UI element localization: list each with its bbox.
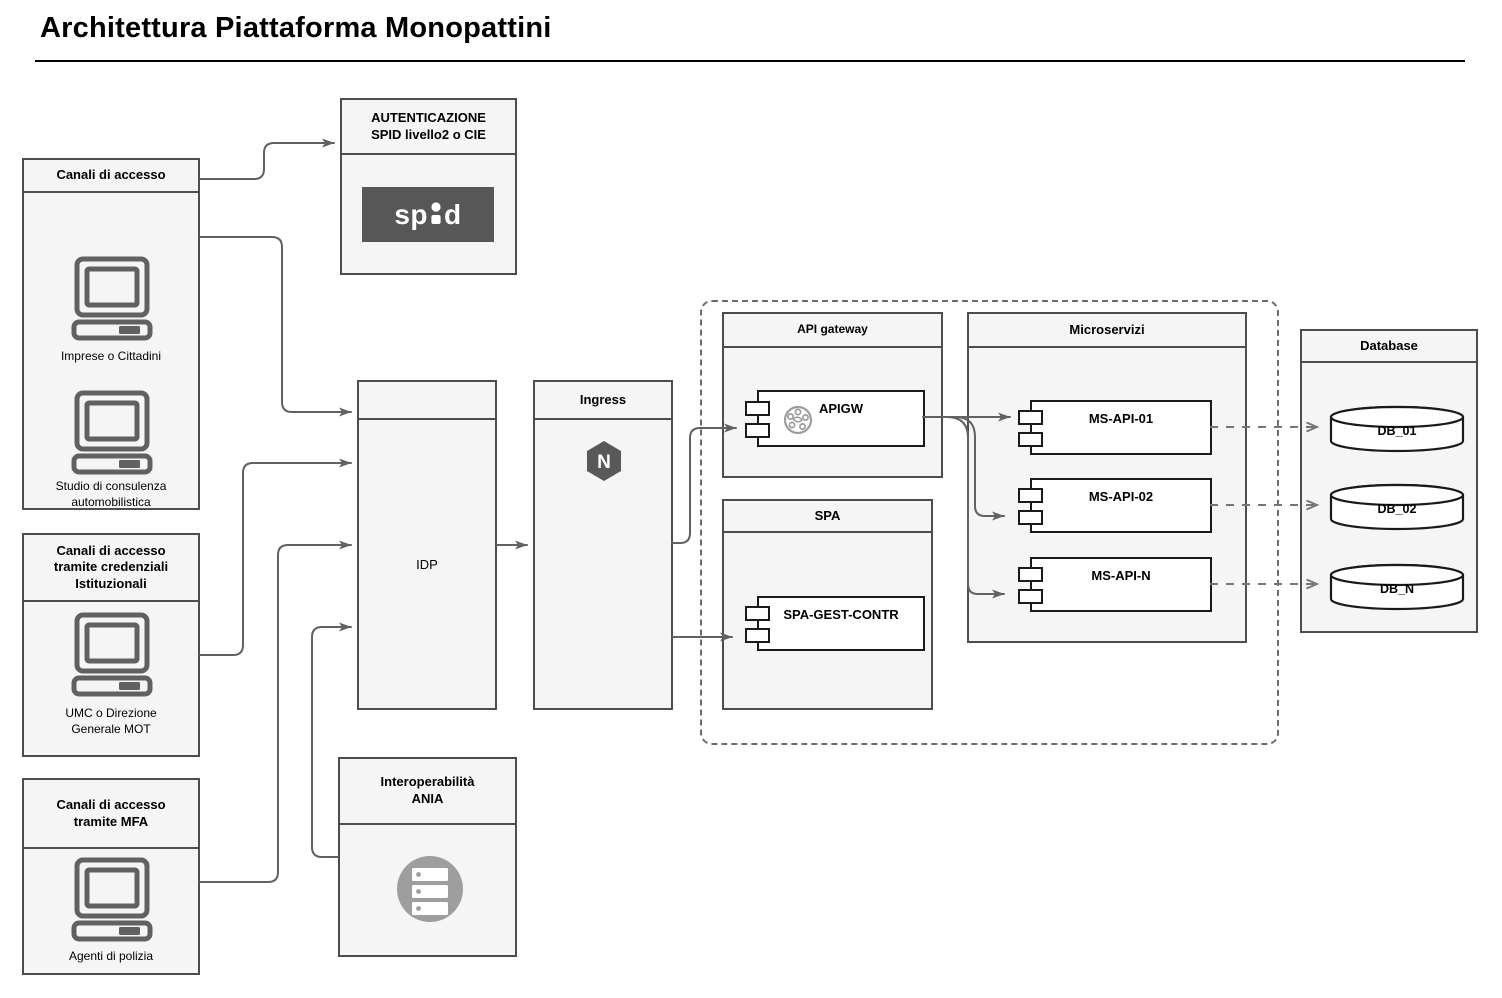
- node-microservizi: Microservizi MS-API-01 MS-API-02 MS-API-…: [967, 312, 1247, 643]
- cylinder-label: DB_N: [1380, 582, 1414, 596]
- desktop-computer-icon: [71, 390, 153, 475]
- component-port: [745, 628, 770, 643]
- node-label: UMC o Direzione Generale MOT: [65, 706, 157, 736]
- cylinder-label: DB_02: [1378, 502, 1417, 516]
- edge-mfa-to-idp: [199, 540, 352, 883]
- component-port: [745, 401, 770, 416]
- component-spa-gest-contr: SPA-GEST-CONTR: [745, 596, 925, 651]
- component-ms-api-01: MS-API-01: [1018, 400, 1212, 455]
- page-title: Architettura Piattaforma Monopattini: [40, 12, 552, 44]
- desktop-computer-icon: [71, 857, 153, 942]
- node-autenticazione-spid: AUTENTICAZIONE SPID livello2 o CIE sp d: [340, 98, 517, 275]
- title-divider: [35, 60, 1465, 62]
- database-cylinder-db-n: DB_N: [1329, 563, 1465, 611]
- edge-istituzionali-to-idp: [199, 458, 352, 656]
- component-label: MS-API-01: [1088, 411, 1154, 426]
- node-database: Database DB_01 DB_02 DB_N: [1300, 329, 1478, 633]
- component-apigw: APIGW: [745, 390, 925, 447]
- component-ms-api-02: MS-API-02: [1018, 478, 1212, 533]
- node-spa: SPA SPA-GEST-CONTR: [722, 499, 933, 710]
- desktop-computer-icon: [71, 612, 153, 697]
- component-port: [745, 606, 770, 621]
- node-label: Agenti di polizia: [68, 949, 154, 963]
- node-label: IDP: [416, 556, 438, 572]
- node-canali-credenziali-istituzionali: Canali di accesso tramite credenziali Is…: [22, 533, 200, 757]
- server-stack-icon: [397, 856, 463, 922]
- node-header: Database: [1302, 331, 1476, 363]
- node-label: Imprese o Cittadini: [60, 349, 162, 363]
- component-port: [1018, 410, 1043, 425]
- component-ms-api-n: MS-API-N: [1018, 557, 1212, 612]
- component-label: MS-API-02: [1088, 489, 1154, 504]
- edge-canali-to-spid: [199, 138, 335, 180]
- component-port: [1018, 567, 1043, 582]
- node-header: Canali di accesso tramite MFA: [24, 780, 198, 849]
- component-port: [1018, 432, 1043, 447]
- component-label: SPA-GEST-CONTR: [783, 607, 899, 622]
- cylinder-label: DB_01: [1378, 424, 1417, 438]
- node-header: Interoperabilità ANIA: [340, 759, 515, 825]
- node-ingress: Ingress N: [533, 380, 673, 710]
- node-api-gateway: API gateway APIGW: [722, 312, 943, 478]
- component-port: [745, 423, 770, 438]
- spid-person-glyph: [431, 201, 441, 224]
- node-header: SPA: [724, 501, 931, 533]
- api-gateway-mesh-icon: [783, 405, 813, 435]
- node-canali-mfa: Canali di accesso tramite MFA Agenti di …: [22, 778, 200, 975]
- component-label: APIGW: [818, 401, 864, 416]
- node-interoperabilita-ania: Interoperabilità ANIA: [338, 757, 517, 957]
- spid-logo: sp d: [362, 187, 494, 242]
- node-label: Studio di consulenza automobilistica: [55, 479, 167, 509]
- edge-canali-to-idp: [199, 236, 352, 417]
- component-port: [1018, 589, 1043, 604]
- component-port: [1018, 510, 1043, 525]
- database-cylinder-db-01: DB_01: [1329, 405, 1465, 453]
- node-canali-di-accesso: Canali di accesso Imprese o Cittadini St…: [22, 158, 200, 510]
- node-header: Ingress: [535, 382, 671, 420]
- node-header: Canali di accesso: [24, 160, 198, 193]
- node-header: API gateway: [724, 314, 941, 348]
- node-header: Canali di accesso tramite credenziali Is…: [24, 535, 198, 602]
- desktop-computer-icon: [71, 256, 153, 341]
- node-idp: IDP: [357, 380, 497, 710]
- component-label: MS-API-N: [1091, 568, 1151, 583]
- node-header: AUTENTICAZIONE SPID livello2 o CIE: [342, 100, 515, 155]
- node-header: Microservizi: [969, 314, 1245, 348]
- database-cylinder-db-02: DB_02: [1329, 483, 1465, 531]
- component-port: [1018, 488, 1043, 503]
- node-header: [359, 382, 495, 420]
- svg-text:N: N: [597, 452, 611, 473]
- nginx-logo-icon: N: [587, 441, 621, 481]
